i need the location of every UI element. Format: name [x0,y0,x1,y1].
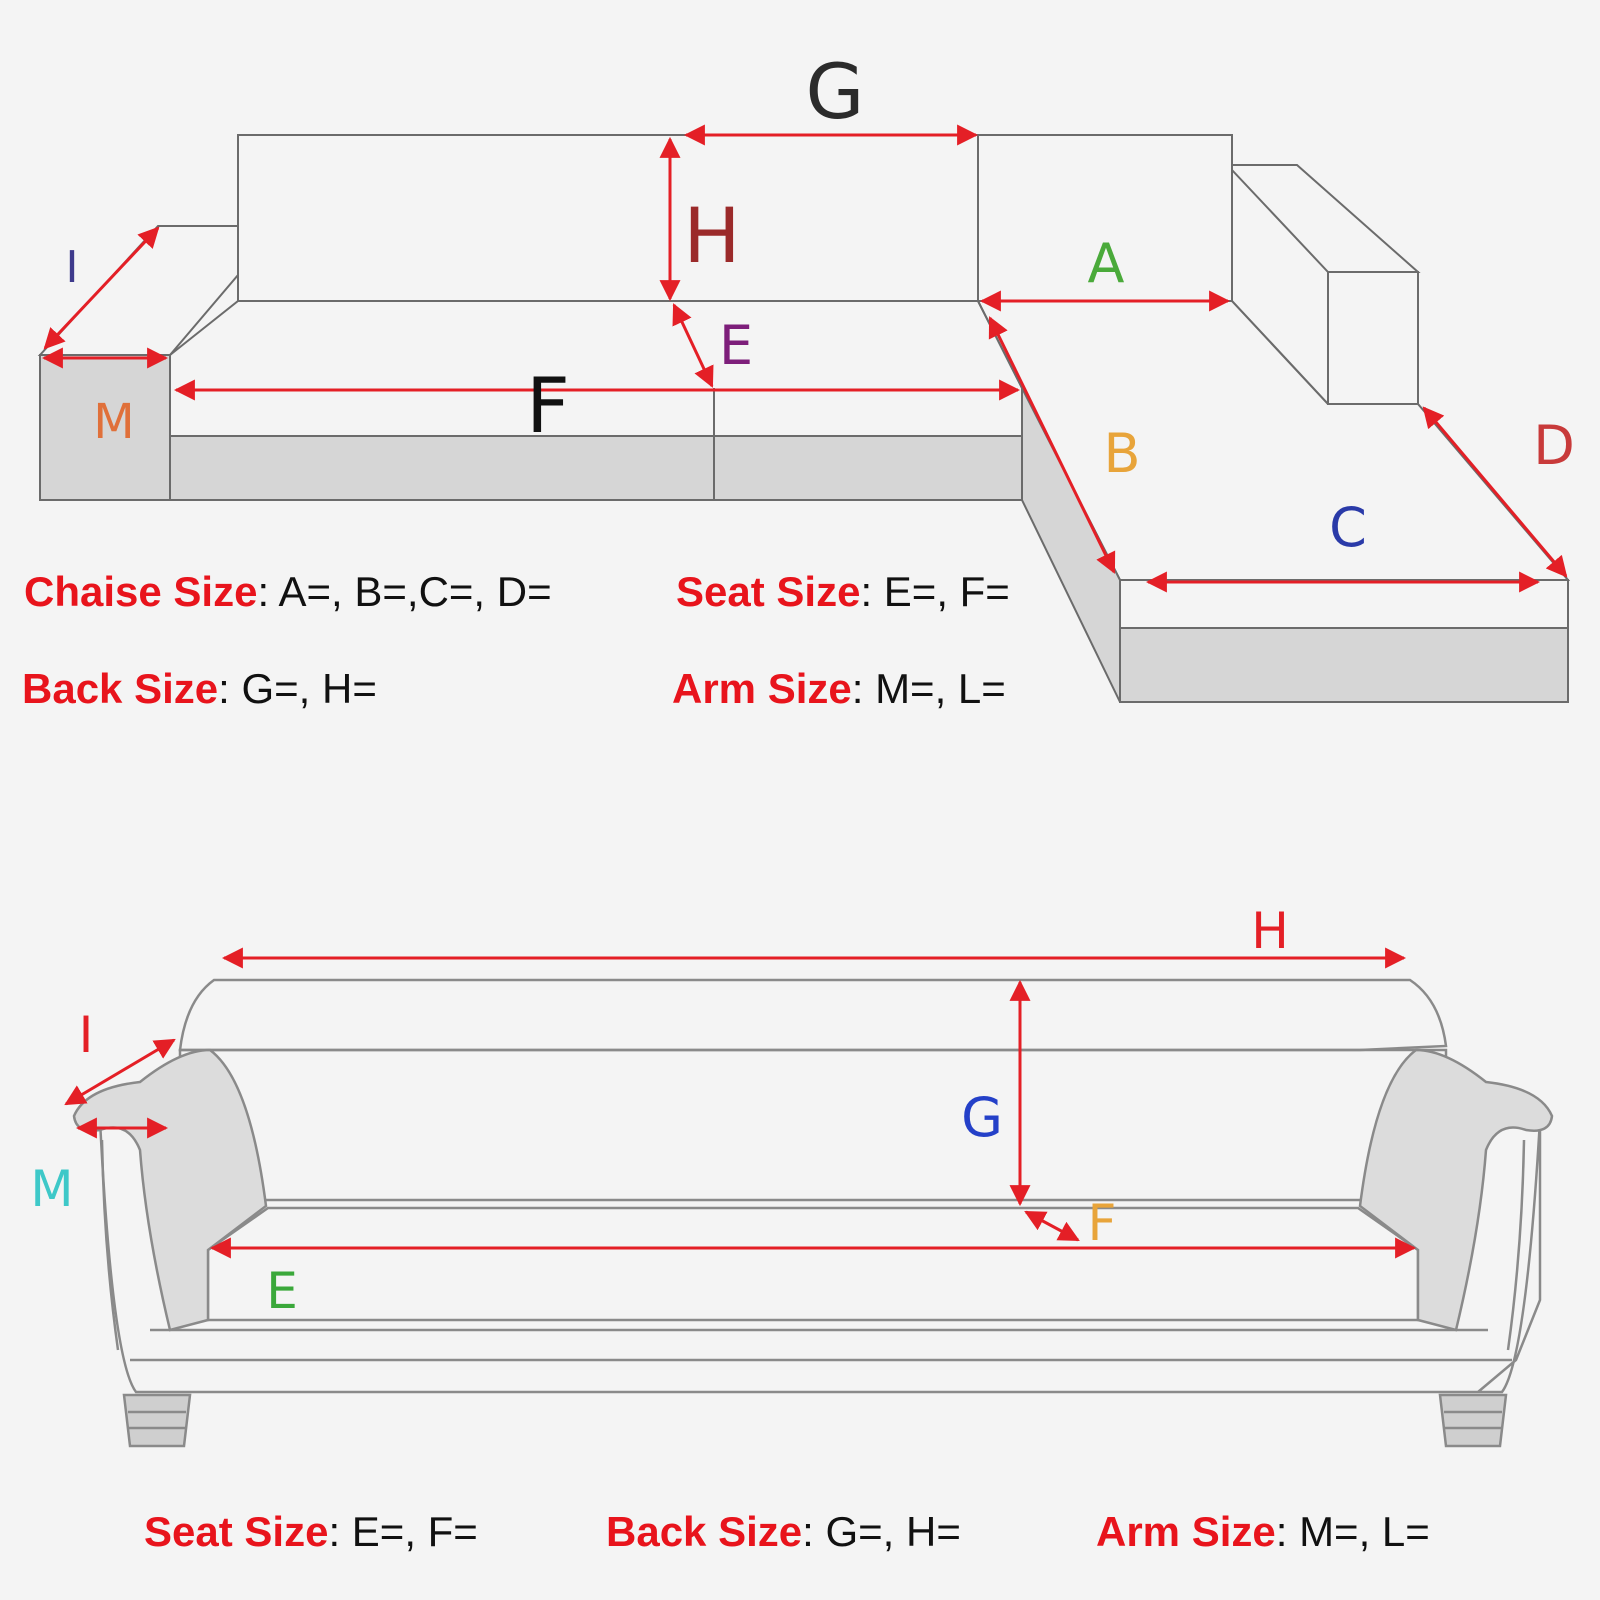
sofa-backrest-top [178,978,1448,1052]
caption-values: : E=, F= [328,1508,478,1555]
caption-key: Arm Size [672,665,852,712]
label-c: C [1329,496,1367,559]
chaise-front [1119,627,1569,703]
bolster-top [1231,164,1421,273]
dim-e-arrow [672,303,714,388]
sofa-label-i: I [79,1006,94,1064]
arm-size-caption-top: Arm Size: M=, L= [672,665,1006,713]
sofa-dim-f-arrow [1024,1210,1080,1242]
sofa-drawing [72,978,1554,1448]
sofa-label-f: F [1088,1194,1117,1252]
sofa-right-arm [1358,1048,1554,1332]
label-b: B [1103,422,1140,485]
label-a: A [1088,232,1125,295]
dim-i-arrow [43,226,160,350]
back-size-caption-top: Back Size: G=, H= [22,665,377,713]
sofa-base [98,1119,1542,1394]
arm-size-caption-bottom: Arm Size: M=, L= [1096,1508,1430,1556]
seat-size-caption-top: Seat Size: E=, F= [676,568,1010,616]
sofa-seat [206,1206,1420,1322]
back-size-caption-bottom: Back Size: G=, H= [606,1508,961,1556]
caption-key: Chaise Size [24,568,258,615]
sectional-seat-front [169,435,1023,501]
bolster-front [1327,271,1419,405]
dim-d-arrow [1422,406,1568,578]
caption-key: Arm Size [1096,1508,1276,1555]
sofa-label-h: H [1251,902,1289,960]
sectional-sofa-drawing [37,134,1571,703]
caption-key: Back Size [606,1508,803,1555]
caption-key: Seat Size [676,568,861,615]
sectional-dimension-labels: G H I M E F A B C D [66,47,1575,559]
caption-values: : M=, L= [851,665,1006,712]
caption-values: : E=, F= [860,568,1010,615]
label-m: M [93,394,134,450]
caption-key: Seat Size [144,1508,329,1555]
label-e: E [719,314,753,377]
sectional-seat-top [169,300,1023,437]
sofa-label-g: G [961,1086,1003,1149]
sofa-label-e: E [266,1262,298,1320]
sofa-left-leg [122,1393,192,1448]
sofa-dimension-arrows [64,947,1417,1259]
chaise-cushion-edge [1119,579,1569,629]
seat-size-caption-bottom: Seat Size: E=, F= [144,1508,478,1556]
label-h: H [683,191,740,280]
sofa-dimension-labels: H I M G F E [30,902,1288,1320]
dim-b-arrow [988,316,1116,574]
caption-values: : G=, H= [802,1508,961,1555]
label-d: D [1533,414,1575,477]
sofa-label-m: M [30,1160,73,1218]
label-i: I [66,242,79,293]
sectional-back [237,134,979,302]
caption-values: : M=, L= [1275,1508,1430,1555]
sectional-dimension-arrows [41,124,1568,593]
sofa-right-leg [1438,1393,1508,1448]
sofa-backrest [178,1048,1448,1202]
caption-key: Back Size [22,665,219,712]
label-g: G [806,47,865,136]
caption-values: : A=, B=,C=, D= [257,568,552,615]
sectional-arm-front [39,354,171,501]
caption-values: : G=, H= [218,665,377,712]
chaise-size-caption: Chaise Size: A=, B=,C=, D= [24,568,552,616]
sofa-dim-i-arrow [64,1038,176,1106]
label-f: F [526,361,570,450]
